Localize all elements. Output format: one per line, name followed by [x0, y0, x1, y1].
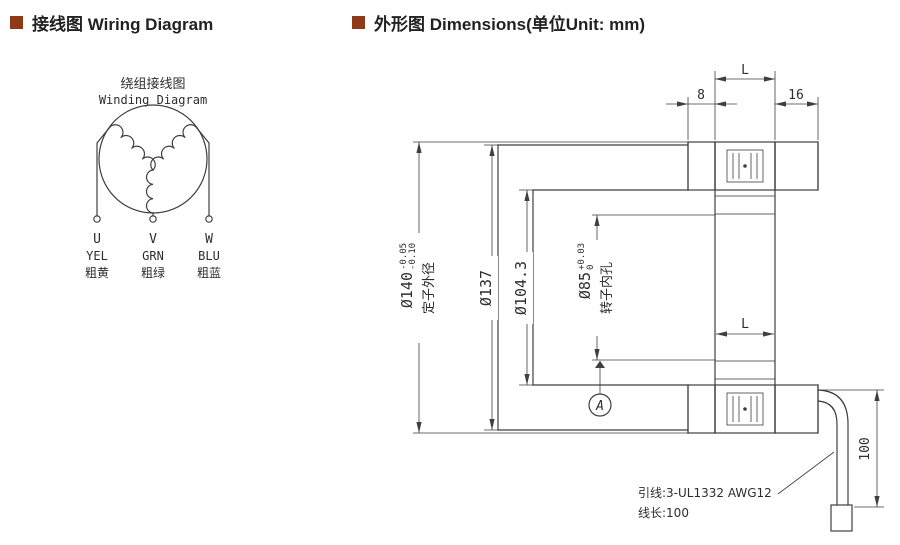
terminal-color-cn: 粗黄	[85, 266, 109, 280]
terminal-w: W BLU 粗蓝	[197, 232, 221, 280]
dim-8: 8	[697, 88, 705, 103]
winding-diagram: 绕组接线图 Winding Diagram U YEL 粗黄	[85, 76, 221, 280]
lead-wires	[93, 126, 213, 223]
stator-cross-section	[497, 141, 819, 434]
wiring-header-label: 接线图 Wiring Diagram	[32, 15, 214, 34]
datum-symbol: A	[588, 360, 612, 417]
terminal-code: W	[205, 232, 213, 247]
dim-100-text: 100	[858, 437, 873, 460]
dim-d140-name: 定子外径	[422, 262, 437, 314]
dim-d140-label: Ø140 -0.05 -0.10 定子外径	[392, 233, 440, 343]
section-bullet-icon	[352, 16, 365, 29]
dim-d85-tol-bottom: 0	[586, 265, 596, 270]
section-bullet-icon	[10, 16, 23, 29]
coil-windings	[109, 124, 197, 214]
dim-top-L: L	[741, 63, 749, 78]
datum-letter: A	[595, 399, 604, 414]
insulation-bands	[714, 195, 776, 380]
terminal-color-cn: 粗绿	[141, 265, 165, 280]
terminal-color-cn: 粗蓝	[197, 266, 221, 280]
part-outline	[497, 141, 819, 434]
wire-strands	[830, 504, 853, 532]
winding-title-cn: 绕组接线图	[120, 76, 185, 92]
terminal-code: V	[149, 232, 157, 247]
winding-slot-top	[714, 141, 776, 191]
terminal-code: U	[93, 232, 101, 247]
dim-d85-name: 转子内孔	[599, 262, 615, 314]
terminal-v: V GRN 粗绿	[141, 232, 165, 280]
dim-d85-label: Ø85 +0.03 0 转子内孔	[570, 240, 618, 336]
bore-lines	[592, 214, 715, 361]
dim-d85-tol-top: +0.03	[577, 243, 587, 270]
dimension-lines: L 8 16 Ø140 -0.05 -0.10 定子外径	[392, 63, 884, 508]
winding-title-en: Winding Diagram	[99, 93, 207, 107]
terminal-dot-u	[93, 215, 101, 223]
terminal-color-en: YEL	[86, 249, 108, 263]
terminal-color-en: GRN	[142, 249, 164, 263]
note-lead-spec: 引线:3-UL1332 AWG12	[638, 486, 772, 500]
dim-d137-label: Ø137	[472, 256, 498, 320]
terminal-dot-v	[149, 215, 157, 223]
lead-cable: 引线:3-UL1332 AWG12 线长:100	[638, 389, 853, 532]
dim-d104-label: Ø104.3	[507, 252, 533, 324]
coil-right	[150, 124, 197, 171]
dim-d85-main: Ø85	[576, 272, 594, 299]
lead-u	[96, 126, 111, 217]
terminal-u: U YEL 粗黄	[85, 232, 109, 280]
terminal-color-en: BLU	[198, 249, 220, 263]
dim-100-label: 100	[858, 437, 873, 460]
coil-left	[109, 124, 156, 171]
dim-d140-tol-top: -0.05	[399, 243, 409, 270]
terminal-dot-w	[205, 215, 213, 223]
dim-d140-main: Ø140	[398, 272, 416, 308]
dimensions-header-label: 外形图 Dimensions(单位Unit: mm)	[374, 15, 646, 34]
note-lead-length: 线长:100	[638, 506, 689, 520]
dim-d137-text: Ø137	[477, 270, 495, 306]
dimensions-section-header: 外形图 Dimensions(单位Unit: mm)	[352, 10, 645, 35]
lead-w	[195, 126, 210, 217]
dim-inner-L: L	[741, 317, 749, 332]
winding-slot-bottom	[714, 384, 776, 434]
dim-d104-text: Ø104.3	[512, 261, 530, 315]
note-leader-line	[777, 451, 835, 495]
hatched-blocks	[687, 141, 819, 434]
dim-16: 16	[788, 88, 804, 103]
coil-bottom	[145, 169, 154, 214]
dim-d140-tol-bottom: -0.10	[408, 243, 418, 270]
wiring-section-header: 接线图 Wiring Diagram	[10, 10, 213, 35]
